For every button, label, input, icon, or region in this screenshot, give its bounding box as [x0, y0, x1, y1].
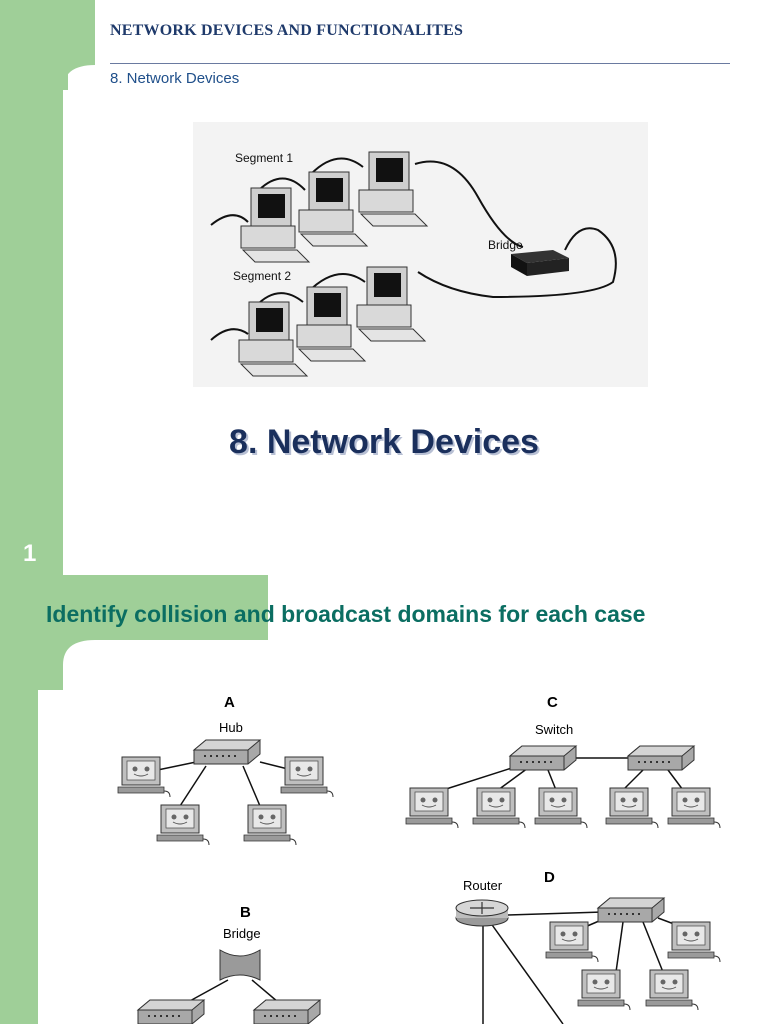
bridge-segments-figure: Segment 1 Segment 2 Bridge: [193, 122, 648, 387]
network-diagrams: A Hub C Switch B Bridge D Router: [117, 694, 721, 1024]
bridge-diagram-label: Bridge: [223, 926, 261, 941]
hub-label: Hub: [219, 720, 243, 735]
workstation-icon: [577, 969, 631, 1011]
bridge-label: Bridge: [488, 238, 523, 252]
workstation-icon: [545, 921, 599, 963]
workstation-icon: [667, 787, 721, 829]
workstation-icon: [117, 756, 171, 798]
hub-icon: [597, 897, 665, 923]
workstation-icon: [605, 787, 659, 829]
document-header-title: NETWORK DEVICES AND FUNCTIONALITES: [110, 22, 464, 39]
diagram-d-letter: D: [544, 869, 555, 886]
hub-icon: [137, 999, 205, 1024]
slide-title: 8. Network Devices: [229, 423, 539, 461]
hub-icon: [253, 999, 321, 1024]
switch-icon: [509, 745, 577, 771]
router-label: Router: [463, 878, 503, 893]
hub-icon: [193, 739, 261, 765]
section-subtitle: 8. Network Devices: [110, 70, 240, 87]
workstation-icon: [472, 787, 526, 829]
workstation-icon: [645, 969, 699, 1011]
slide-number: 1: [23, 540, 37, 567]
router-icon: [455, 899, 509, 927]
slide-2-title: Identify collision and broadcast domains…: [46, 601, 646, 627]
workstation-icon: [280, 756, 334, 798]
switch-label: Switch: [535, 722, 573, 737]
workstation-icon: [534, 787, 588, 829]
workstation-icon: [243, 804, 297, 846]
segment-2-label: Segment 2: [233, 269, 291, 283]
header-divider: [110, 63, 730, 64]
bridge-icon: [219, 949, 261, 981]
workstation-icon: [667, 921, 721, 963]
switch-icon: [627, 745, 695, 771]
diagram-c-letter: C: [547, 694, 558, 711]
diagram-b-letter: B: [240, 904, 251, 921]
diagram-a-letter: A: [224, 694, 235, 711]
workstation-icon: [156, 804, 210, 846]
workstation-icon: [405, 787, 459, 829]
bridge-device-icon: [511, 250, 569, 276]
segment-1-label: Segment 1: [235, 151, 293, 165]
